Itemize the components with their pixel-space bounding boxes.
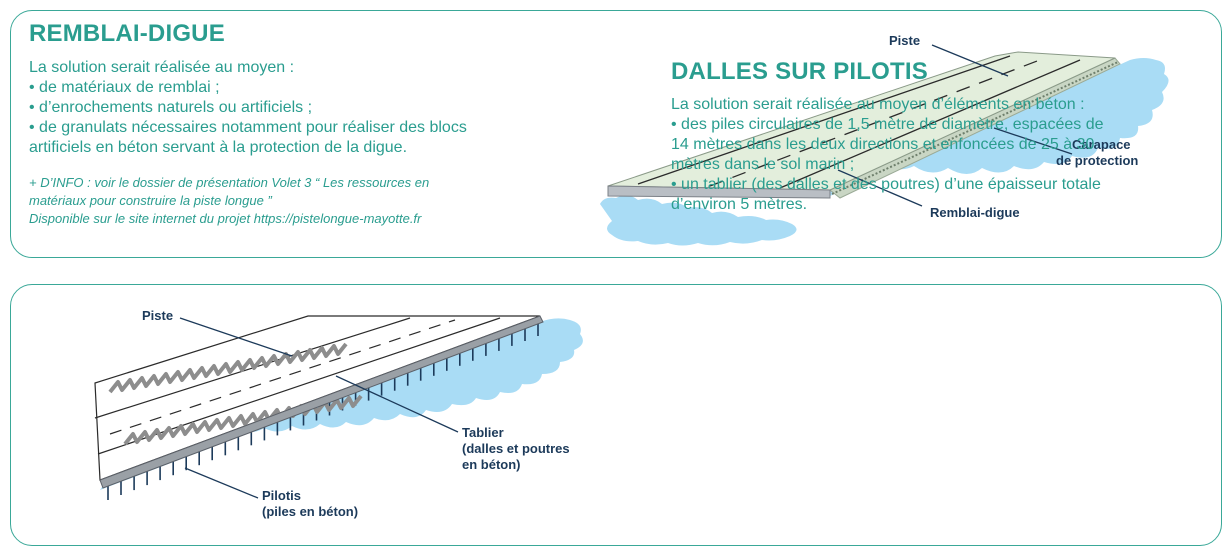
tyre-marks <box>123 394 363 446</box>
remblai-intro: La solution serait réalisée au moyen : <box>29 59 295 76</box>
label-pilotis: Pilotis <box>262 488 301 503</box>
remblai-bullet: artificiels en béton servant à la protec… <box>29 139 408 156</box>
leader-line-tablier <box>335 375 459 433</box>
remblai-bullet: • de matériaux de remblai ; <box>29 79 220 96</box>
leader-line-remblai <box>837 169 923 207</box>
water-under-deck <box>100 318 583 490</box>
leader-line-piste <box>931 44 1009 77</box>
info-line: Disponible sur le site internet du proje… <box>29 211 422 226</box>
dalles-line: • des piles circulaires de 1,5 mètre de … <box>671 116 1104 133</box>
runway-centerline <box>109 319 456 435</box>
dalles-line: • un tablier (des dalles et des poutres)… <box>671 176 1101 193</box>
info-line: + D’INFO : voir le dossier de présentati… <box>29 175 430 190</box>
label-carapace-2: de protection <box>1056 153 1138 168</box>
label-piste: Piste <box>142 308 173 323</box>
runway-centerline <box>709 57 1046 187</box>
info-line: matériaux pour construire la piste longu… <box>29 193 272 208</box>
leader-line-pilotis <box>184 467 259 499</box>
remblai-info-note: + D’INFO : voir le dossier de présentati… <box>29 174 429 228</box>
runway-edge <box>637 55 1011 185</box>
runway-front-face <box>607 185 831 199</box>
leader-line-carapace <box>993 127 1073 155</box>
water-left <box>600 195 797 246</box>
dalles-line: d’environ 5 mètres. <box>671 196 808 213</box>
label-piste: Piste <box>889 33 920 48</box>
remblai-digue-description: La solution serait réalisée au moyen : •… <box>29 58 467 158</box>
dalles-line: mètres dans le sol marin ; <box>671 156 855 173</box>
label-carapace: Carapace <box>1072 137 1131 152</box>
pilotis-group <box>107 322 539 500</box>
remblai-bullet: • d’enrochements naturels ou artificiels… <box>29 99 313 116</box>
leader-line-piste <box>179 317 293 357</box>
tablier-edge <box>99 315 544 489</box>
label-tablier-2: (dalles et poutres <box>462 441 570 456</box>
remblai-digue-title: REMBLAI-DIGUE <box>29 20 225 47</box>
dalles-description: La solution serait réalisée au moyen d’é… <box>671 95 1104 215</box>
label-remblai-digue: Remblai-digue <box>930 205 1020 220</box>
remblai-bullet: • de granulats nécessaires notamment pou… <box>29 119 467 136</box>
runway-edge <box>779 59 1081 189</box>
tyre-marks <box>108 342 348 394</box>
dalles-line: 14 mètres dans les deux directions et en… <box>671 136 1095 153</box>
label-tablier-3: en béton) <box>462 457 521 472</box>
label-tablier: Tablier <box>462 425 504 440</box>
dalles-line: La solution serait réalisée au moyen d’é… <box>671 96 1085 113</box>
dalles-sur-pilotis-title: DALLES SUR PILOTIS <box>671 58 928 85</box>
label-pilotis-2: (piles en béton) <box>262 504 358 519</box>
carapace-rocks <box>831 61 1119 195</box>
